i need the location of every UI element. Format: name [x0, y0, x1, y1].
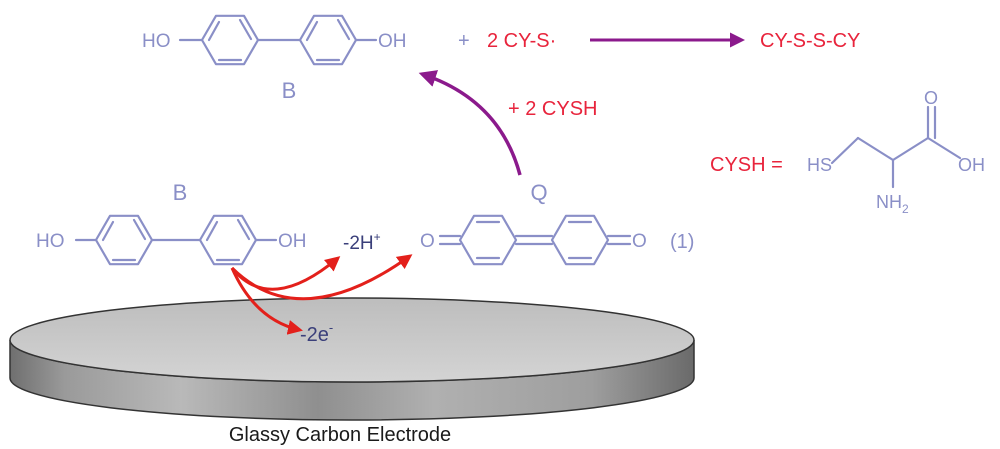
- cysh-lhs: CYSH =: [710, 154, 783, 176]
- electrode-top: [9, 297, 695, 383]
- top-left-ho: HO: [142, 31, 171, 52]
- q-label: Q: [530, 180, 547, 205]
- equation-number: (1): [670, 231, 694, 253]
- biphenol-bottom-structure: [74, 214, 278, 266]
- bottom-left-ho: HO: [36, 231, 65, 252]
- top-b-label: B: [282, 78, 297, 103]
- reagent-radical: 2 CY-S·: [487, 30, 556, 52]
- q-right-o: O: [632, 231, 647, 252]
- quinone-structure: [438, 214, 632, 266]
- glassy-carbon-electrode: [9, 297, 695, 421]
- cysh-carbonyl-o: O: [924, 88, 938, 108]
- electrode-label: Glassy Carbon Electrode: [229, 424, 451, 446]
- cysh-oh: OH: [958, 155, 985, 175]
- electron-transfer-arrows: [230, 254, 413, 335]
- plus-sign: +: [458, 30, 470, 52]
- q-left-o: O: [420, 231, 435, 252]
- b-label: B: [173, 180, 188, 205]
- top-right-oh: OH: [378, 31, 407, 52]
- cysteine-structure: [830, 105, 962, 189]
- electron-loss: -2e-: [300, 320, 333, 346]
- cysh-hs: HS: [807, 155, 832, 175]
- biphenol-top-structure: [178, 14, 378, 66]
- cysh-nh2: NH2: [876, 192, 909, 216]
- bottom-right-oh: OH: [278, 231, 307, 252]
- proton-loss: -2H+: [343, 230, 381, 254]
- cysh-addition-label: + 2 CYSH: [508, 98, 597, 120]
- product-disulfide: CY-S-S-CY: [760, 30, 860, 52]
- regeneration-arrow: [418, 70, 522, 176]
